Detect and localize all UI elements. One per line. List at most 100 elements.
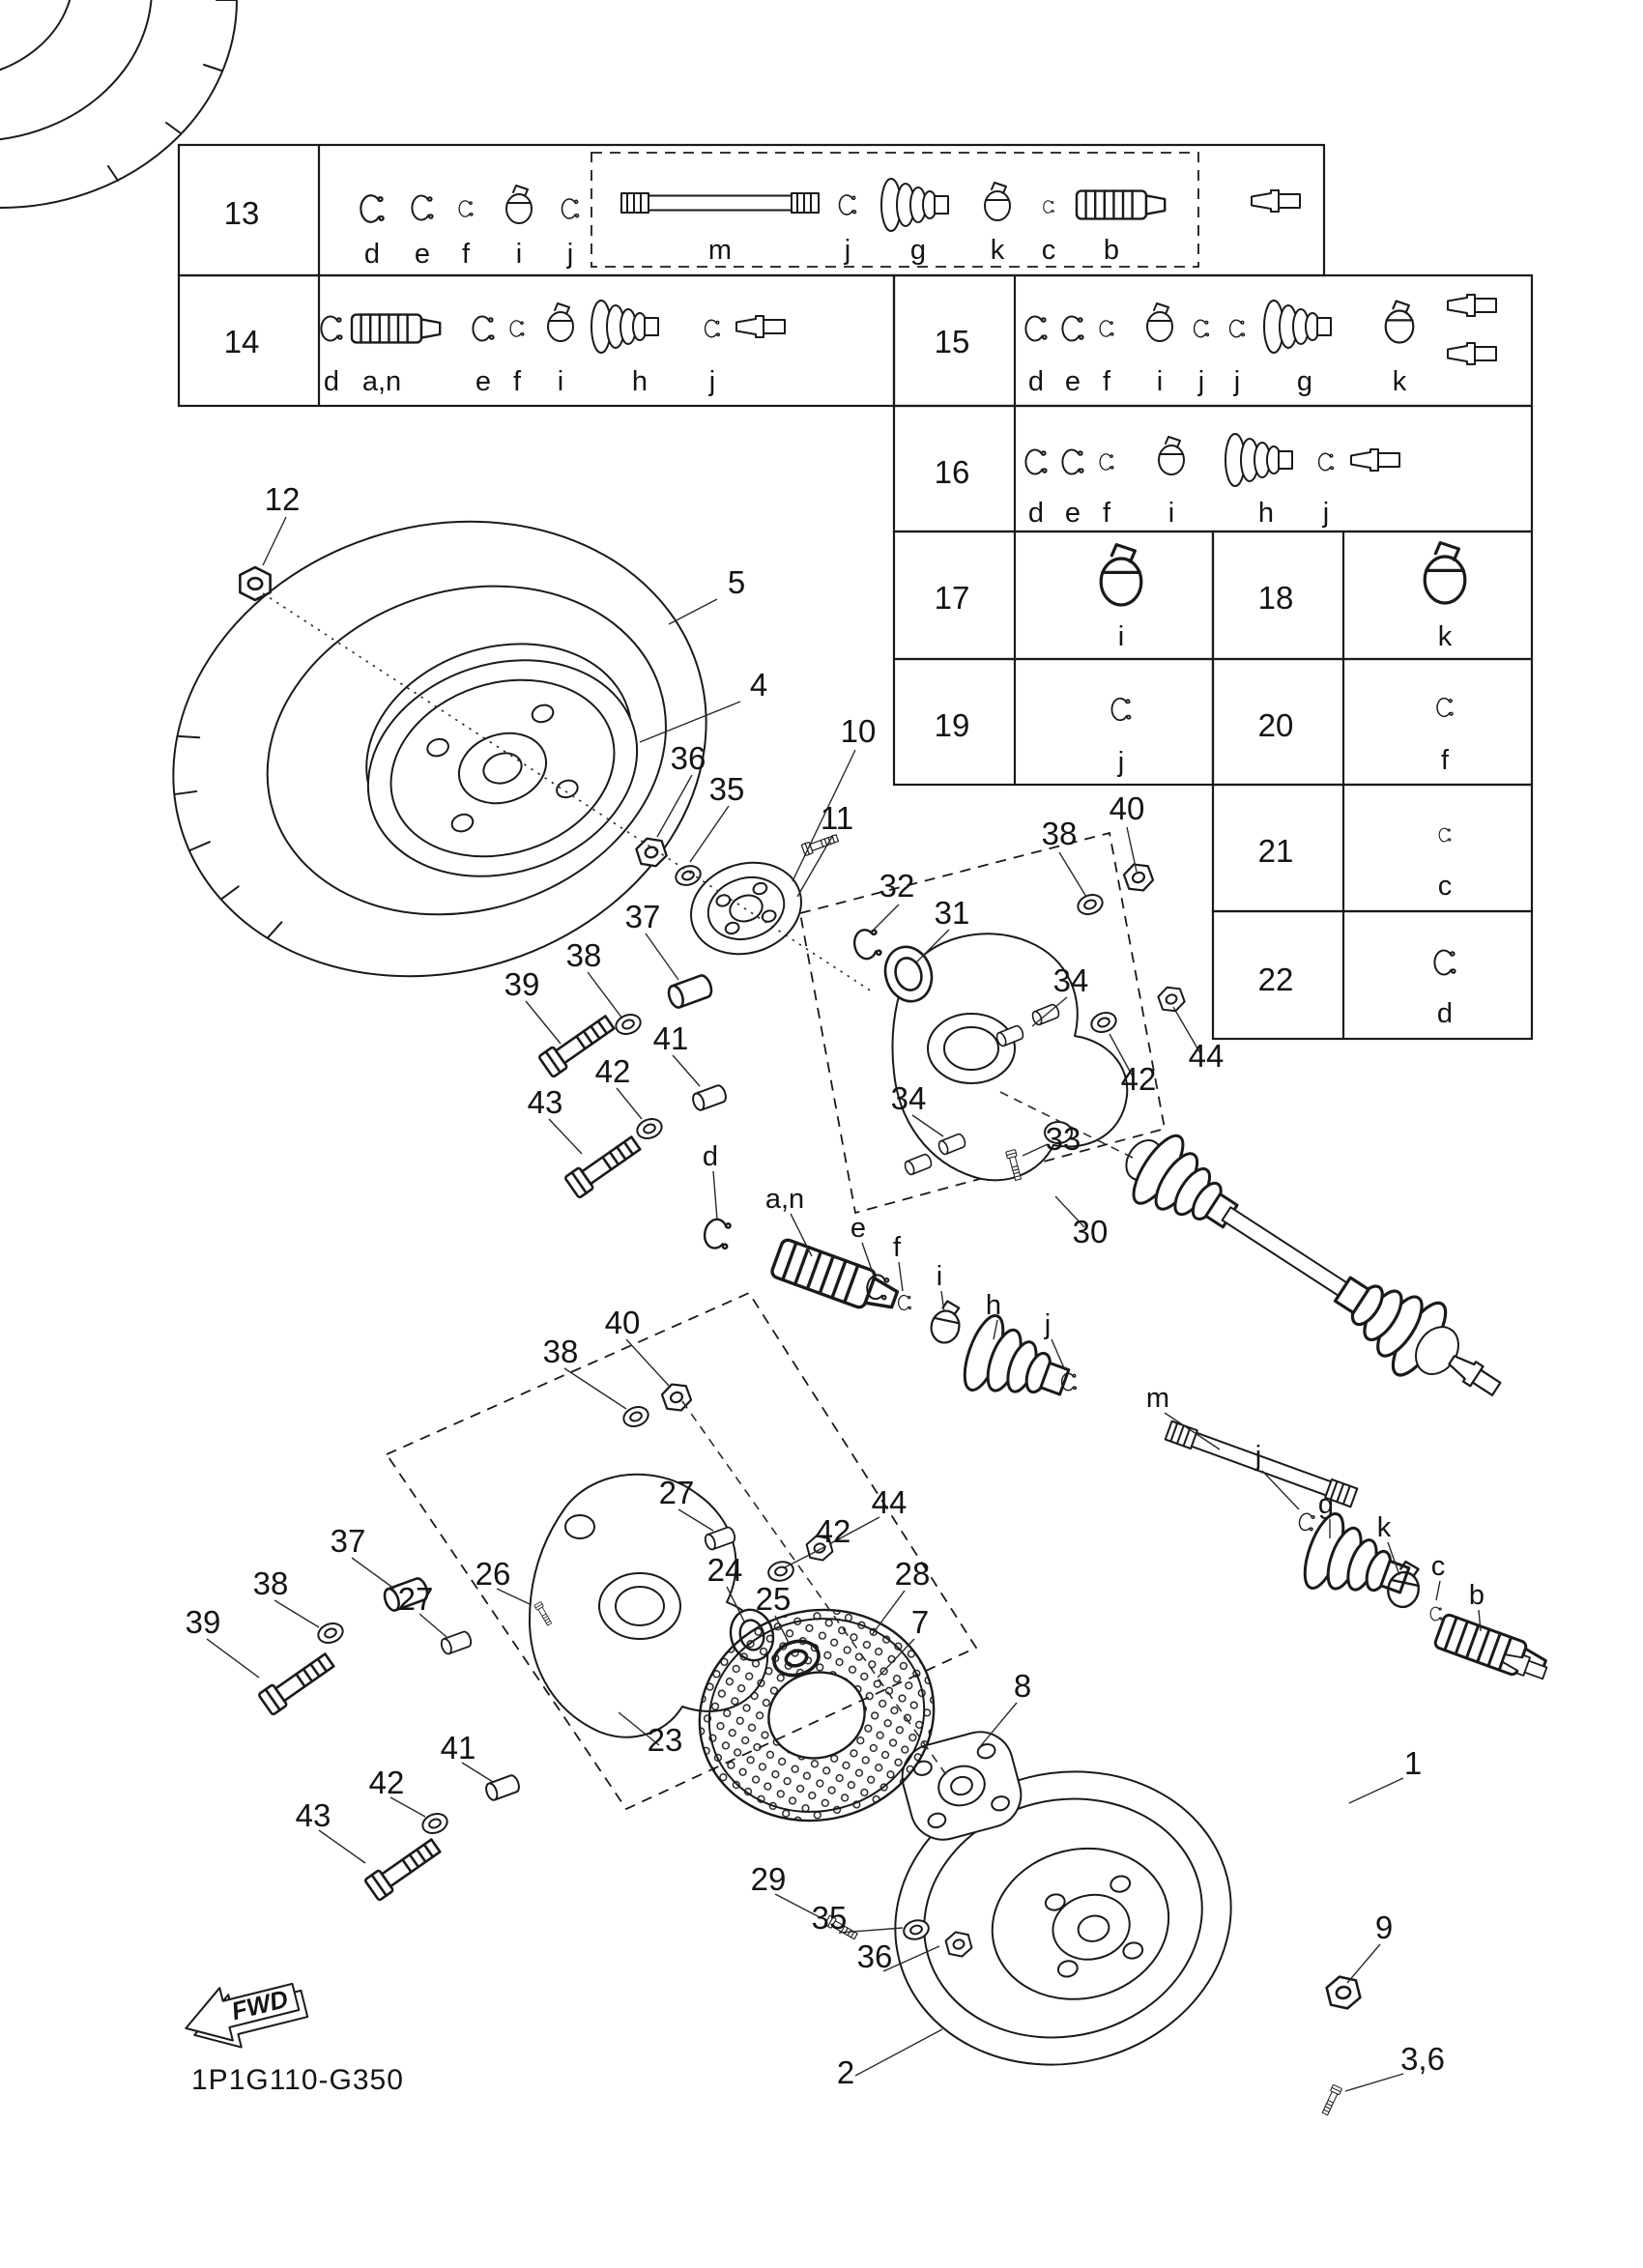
washer-icon — [418, 1809, 451, 1838]
callout-11: 11 — [821, 800, 853, 836]
nut-icon — [658, 1378, 695, 1417]
callout-4: 4 — [750, 667, 767, 703]
snap-ring-icon — [360, 194, 385, 223]
snap-ring-icon — [1433, 949, 1456, 976]
lower-knuckle-assembly-box — [385, 1291, 978, 1811]
callout-44: 44 — [872, 1484, 908, 1520]
part-letter: i — [558, 366, 563, 397]
part-letter: d — [364, 239, 380, 270]
part-letter: g — [1297, 366, 1312, 397]
callout-labels: 12 5 4 10 11 36 35 32 31 38 40 37 38 39 … — [186, 481, 1445, 2090]
callout-31: 31 — [935, 895, 970, 931]
callout-41: 41 — [441, 1730, 476, 1766]
row-20-number: 20 — [1258, 707, 1294, 743]
part-letter: j — [1117, 747, 1124, 778]
callout-26: 26 — [476, 1556, 511, 1592]
snap-ring-icon — [1193, 319, 1210, 338]
driveshaft-subassembly-box — [591, 152, 1199, 268]
shaft-letter-labels: d a,n e f i h j m j g k c b — [703, 1141, 1484, 1611]
snap-ring-icon — [1228, 319, 1246, 338]
band-clamp-icon — [1384, 300, 1415, 344]
snap-ring-icon — [850, 926, 883, 962]
part-letter: j — [1233, 366, 1240, 397]
table-row-22: 22 d — [1258, 949, 1456, 1029]
table-row-16: 16 d e f i h j — [935, 433, 1400, 529]
shaft-letter-m: m — [1146, 1383, 1169, 1414]
callout-40: 40 — [1110, 790, 1145, 826]
callout-28: 28 — [895, 1556, 931, 1592]
table-row-21: 21 c — [1258, 827, 1452, 902]
row-22-number: 22 — [1258, 962, 1294, 997]
part-letter: h — [1258, 498, 1274, 529]
rear-tire — [0, 0, 238, 209]
band-clamp-icon — [1146, 302, 1173, 342]
part-letter: c — [1042, 235, 1056, 266]
part-letter: j — [844, 235, 850, 266]
part-letter: k — [991, 235, 1005, 266]
part-letter: d — [1028, 366, 1044, 397]
callout-30: 30 — [1073, 1214, 1109, 1249]
part-letter: m — [708, 235, 732, 266]
circlip-icon — [1436, 697, 1454, 718]
circlip-icon — [1429, 1606, 1443, 1622]
callout-9: 9 — [1375, 1909, 1393, 1945]
circlip-icon — [1043, 200, 1054, 214]
washer-icon — [764, 1558, 797, 1585]
rear-hub — [901, 1731, 1023, 1841]
stub-axle-icon — [1251, 189, 1301, 213]
drive-shaft-assembly — [1123, 1127, 1504, 1400]
band-clamp-icon — [927, 1298, 966, 1347]
bolt-icon — [363, 1833, 445, 1903]
snap-ring-icon — [472, 315, 495, 342]
washer-icon — [1087, 1008, 1120, 1037]
table-cell-22 — [1211, 909, 1534, 1041]
snap-ring-icon — [701, 1216, 734, 1252]
collar-icon — [482, 1772, 523, 1803]
part-letter: d — [1437, 998, 1453, 1029]
snap-ring-icon — [1061, 315, 1084, 342]
snap-ring-icon — [1061, 448, 1084, 475]
shaft-letter-f: f — [893, 1232, 902, 1263]
part-letter: j — [708, 366, 715, 397]
snap-ring-icon — [1317, 452, 1335, 472]
wheel-nut-icon — [1323, 1971, 1364, 2014]
table-row-19: 19 j — [935, 697, 1132, 778]
snap-ring-icon — [1024, 315, 1048, 342]
callout-38: 38 — [543, 1334, 579, 1369]
callout-41: 41 — [653, 1020, 689, 1056]
part-letter: g — [910, 235, 926, 266]
callout-43: 43 — [528, 1084, 563, 1120]
circlip-icon — [509, 320, 525, 337]
callout-38: 38 — [566, 937, 602, 973]
part-letter: j — [1197, 366, 1204, 397]
table-cell-16 — [892, 404, 1534, 533]
part-letter: i — [1118, 621, 1124, 652]
brake-disc-guard — [698, 1608, 936, 1823]
table-row-20: 20 f — [1258, 697, 1454, 776]
snap-ring-icon — [561, 198, 580, 219]
callout-10: 10 — [841, 713, 877, 749]
part-letter: e — [1065, 498, 1081, 529]
shaft-letter-e: e — [850, 1213, 866, 1244]
collar-icon — [438, 1629, 475, 1656]
callout-36: 36 — [671, 740, 706, 776]
part-letter: h — [632, 366, 648, 397]
part-letter: j — [1322, 498, 1329, 529]
table-row-14: 14 d a,n e f i h j — [224, 300, 786, 397]
cv-boot-icon — [880, 178, 949, 232]
band-clamp-icon — [1158, 436, 1185, 475]
callout-2: 2 — [837, 2054, 854, 2090]
washer-icon — [612, 1010, 645, 1039]
callout-34: 34 — [891, 1080, 927, 1116]
rear-wheel-rim — [894, 1770, 1232, 2066]
stub-axle-icon — [1447, 294, 1497, 317]
circlip-icon — [458, 200, 474, 217]
cv-boot-icon — [1295, 1507, 1420, 1619]
part-letter: a,n — [362, 366, 401, 397]
shaft-letter-b: b — [1469, 1580, 1484, 1611]
callout-7: 7 — [911, 1604, 929, 1640]
callout-39: 39 — [504, 966, 540, 1002]
snap-ring-icon — [704, 319, 721, 338]
part-letter: j — [566, 239, 573, 270]
